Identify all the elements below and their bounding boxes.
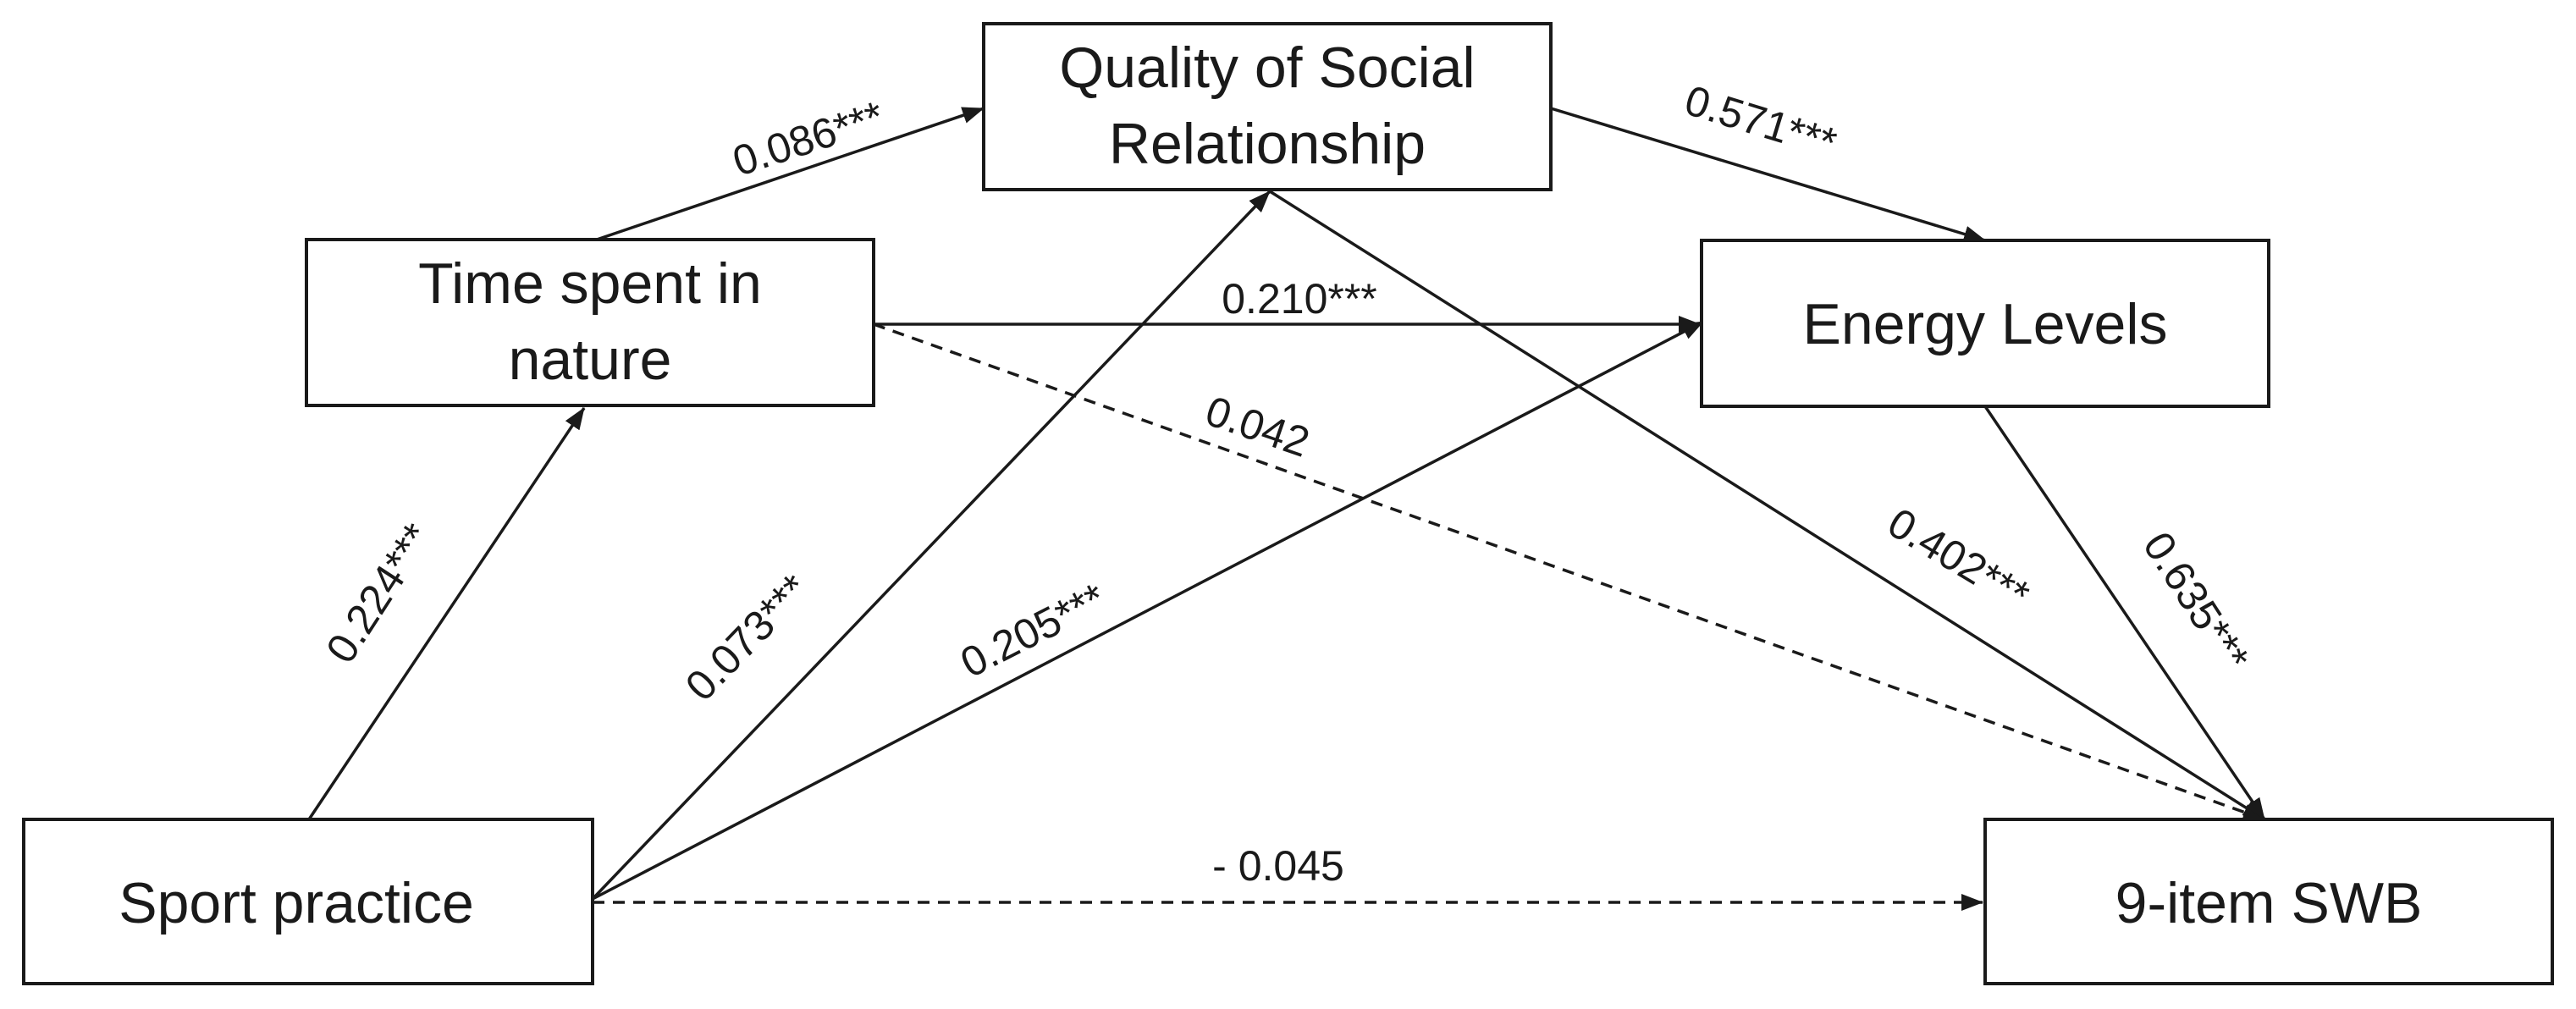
coef-time-energy: 0.210*** bbox=[1222, 275, 1377, 323]
node-time-in-nature-label-line2: nature bbox=[509, 328, 672, 392]
path-qsr-swb bbox=[1269, 190, 2265, 821]
node-time-in-nature-label-line1: Time spent in bbox=[418, 251, 762, 316]
node-sport-practice-label: Sport practice bbox=[119, 871, 474, 935]
path-time-qsr bbox=[596, 107, 985, 241]
node-9-item-swb-label: 9-item SWB bbox=[2115, 871, 2423, 935]
node-energy-levels: Energy Levels bbox=[1700, 239, 2270, 408]
coef-qsr-swb: 0.402*** bbox=[1880, 499, 2038, 620]
edges bbox=[307, 107, 2266, 911]
coef-time-qsr: 0.086*** bbox=[727, 92, 890, 185]
node-time-in-nature: Time spent in nature bbox=[305, 238, 875, 407]
node-energy-levels-label: Energy Levels bbox=[1803, 292, 2168, 356]
path-sport-qsr bbox=[591, 190, 1271, 901]
coef-sport-qsr: 0.073*** bbox=[676, 565, 819, 710]
coef-sport-swb: - 0.045 bbox=[1212, 842, 1344, 890]
coef-time-swb: 0.042 bbox=[1200, 387, 1316, 466]
path-sport-energy bbox=[592, 320, 1704, 901]
path-sport-time bbox=[307, 407, 586, 820]
node-qsr-label-line2: Relationship bbox=[1109, 112, 1426, 176]
node-9-item-swb: 9-item SWB bbox=[1983, 818, 2554, 985]
path-energy-swb bbox=[1983, 405, 2266, 820]
node-qsr-label-line1: Quality of Social bbox=[1059, 36, 1475, 100]
path-time-swb bbox=[873, 323, 2265, 821]
path-qsr-energy bbox=[1550, 107, 1986, 243]
node-quality-social-relationship: Quality of Social Relationship bbox=[982, 22, 1553, 191]
edge-labels: 0.224*** 0.073*** 0.205*** - 0.045 0.086… bbox=[317, 76, 2258, 890]
node-sport-practice: Sport practice bbox=[22, 818, 594, 985]
